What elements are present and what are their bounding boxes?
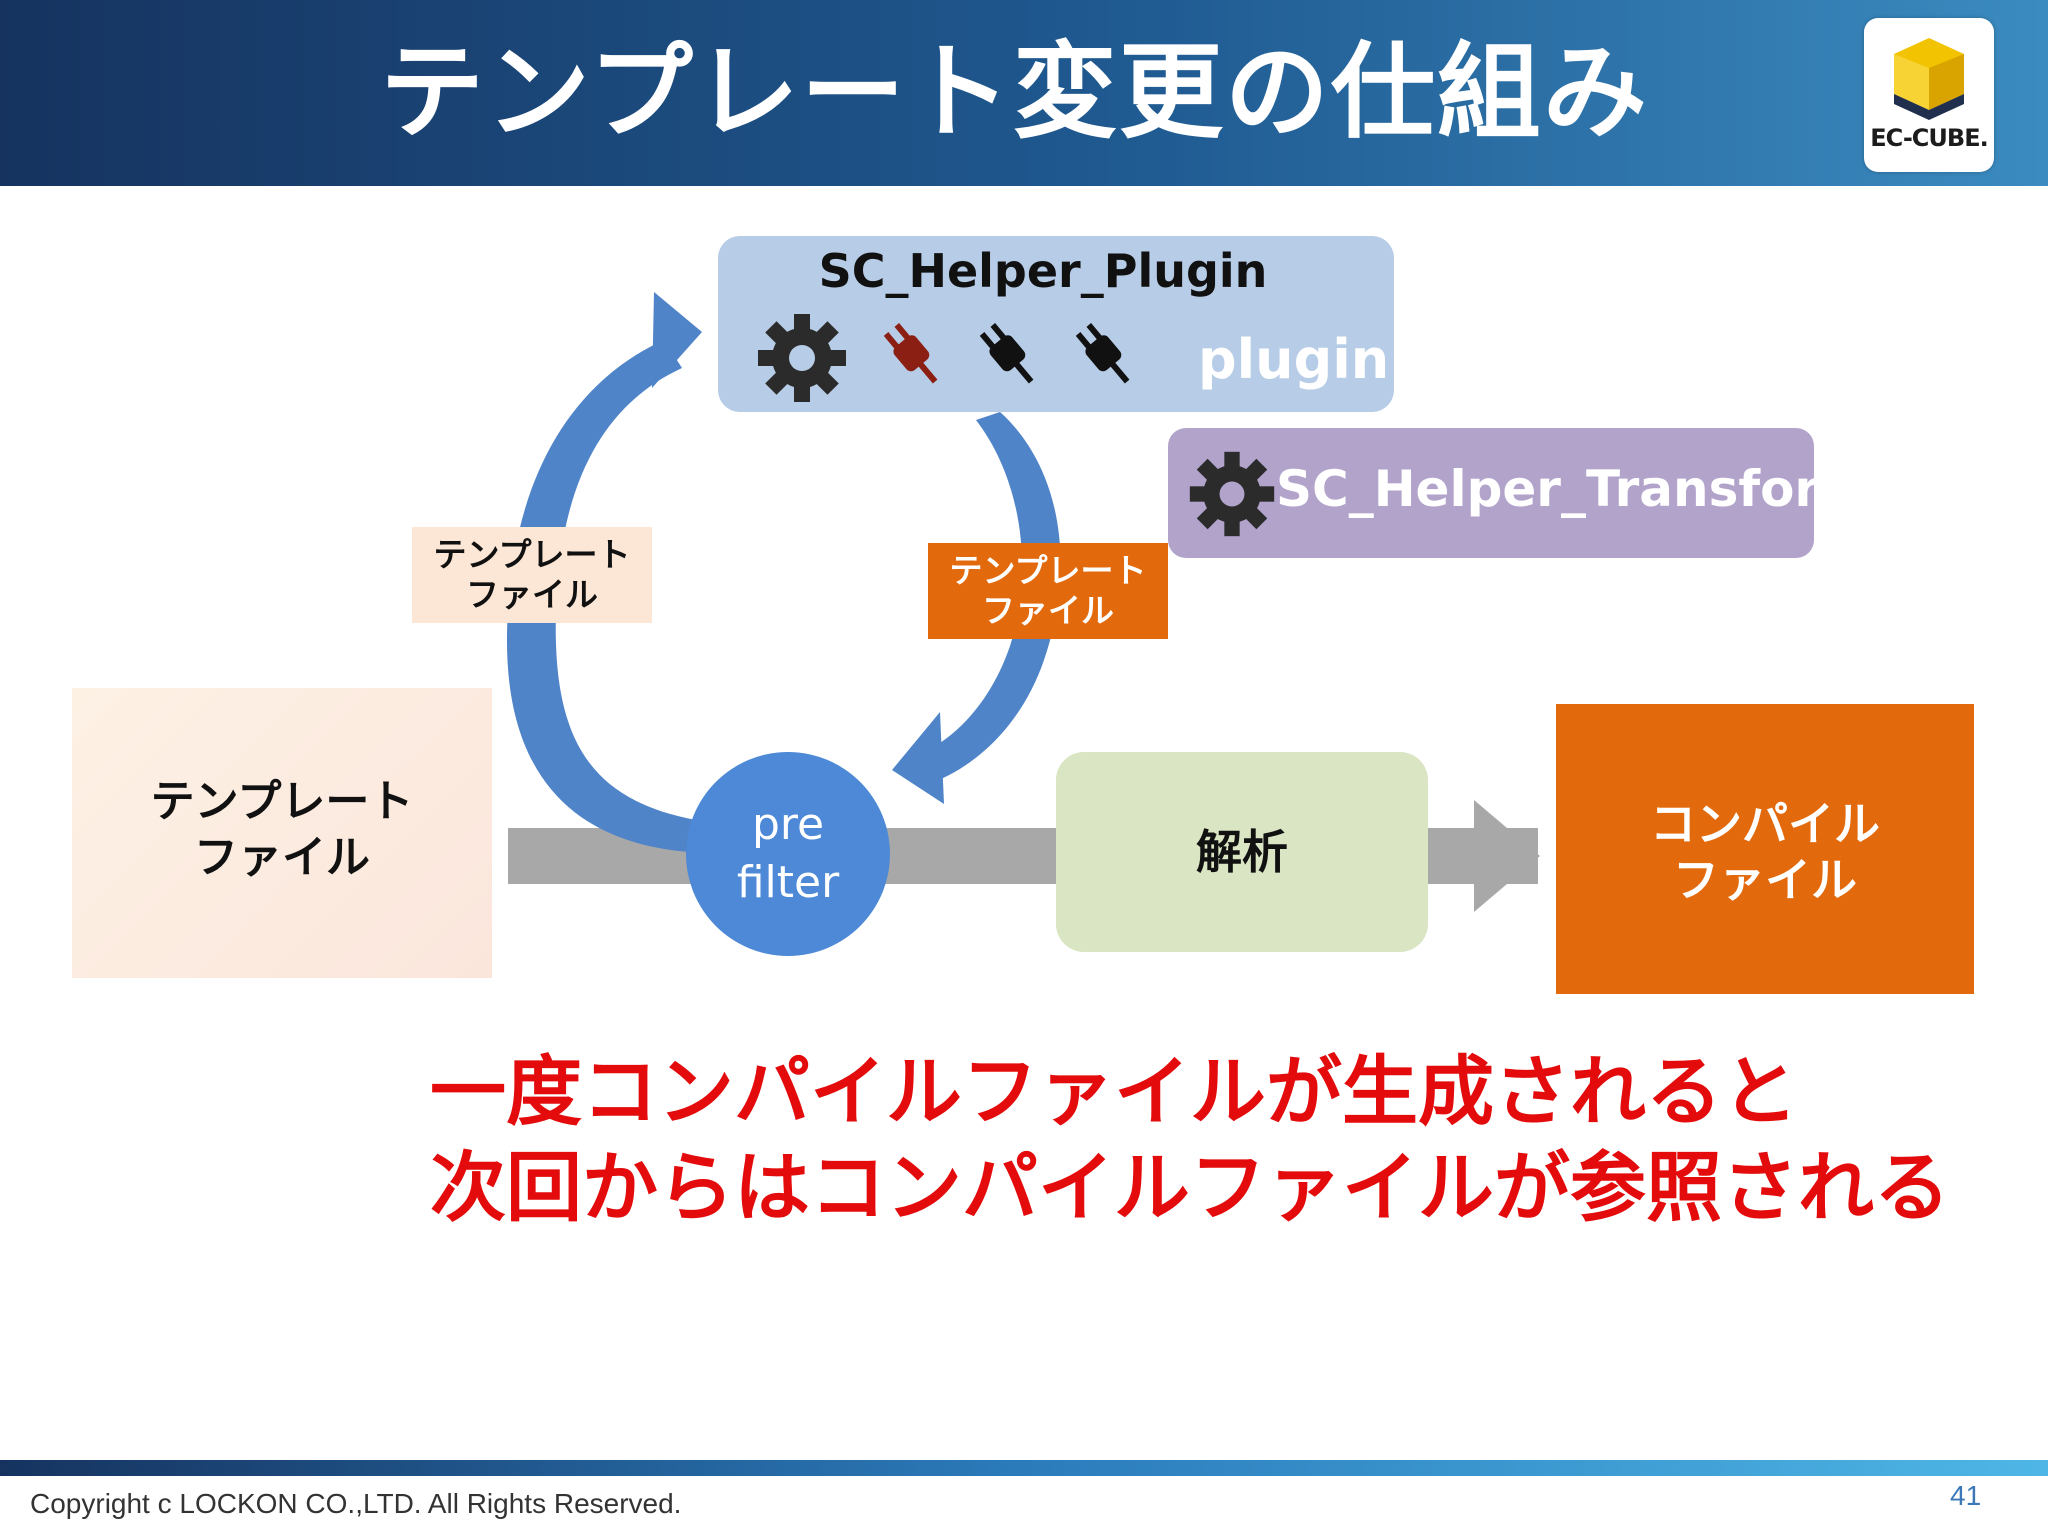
- ec-cube-logo: EC-CUBE.: [1864, 18, 1994, 172]
- analysis-box: 解析: [1056, 752, 1428, 952]
- prefilter-circle: pre filter: [686, 752, 890, 956]
- header-bar: [0, 0, 2048, 186]
- gear-icon: [758, 314, 846, 402]
- plug-icon: [979, 323, 1034, 384]
- message-line-2: 次回からはコンパイルファイルが参照される: [430, 1143, 1950, 1232]
- curve-arrow-down: [916, 412, 1061, 784]
- curve-arrow-up-head: [652, 292, 702, 388]
- gear-icon: [1189, 451, 1275, 537]
- cube-icon: [1894, 38, 1964, 120]
- copyright-text: Copyright c LOCKON CO.,LTD. All Rights R…: [30, 1488, 682, 1519]
- transform-box-title: SC_Helper_Transform: [1276, 460, 1872, 518]
- page-title: テンプレート変更の仕組み: [380, 31, 1649, 153]
- page-number: 41: [1950, 1480, 1982, 1511]
- footer-bar: [0, 1460, 2048, 1476]
- plug-icon: [1075, 323, 1130, 384]
- template-file-box: テンプレート ファイル: [72, 688, 492, 978]
- transform-box: SC_Helper_Transform: [1168, 428, 1871, 558]
- right-arrow-label: テンプレート ファイル: [928, 543, 1168, 639]
- curve-arrow-up: [506, 340, 696, 852]
- plugin-box: SC_Helper_Plugin: [718, 236, 1394, 412]
- flow-arrow-head: [1474, 800, 1540, 912]
- plugin-box-title: SC_Helper_Plugin: [818, 244, 1268, 298]
- plugin-label: plugin: [1198, 328, 1390, 391]
- left-arrow-label: テンプレート ファイル: [412, 527, 652, 623]
- compiled-file-box: コンパイル ファイル: [1556, 704, 1974, 994]
- logo-text: EC-CUBE.: [1870, 124, 1988, 152]
- highlight-message: 一度コンパイルファイルが生成されると 次回からはコンパイルファイルが参照される: [430, 1044, 1950, 1236]
- message-line-1: 一度コンパイルファイルが生成されると: [430, 1047, 1798, 1136]
- curve-arrow-down-head: [892, 712, 944, 804]
- plug-icon-red: [883, 323, 938, 384]
